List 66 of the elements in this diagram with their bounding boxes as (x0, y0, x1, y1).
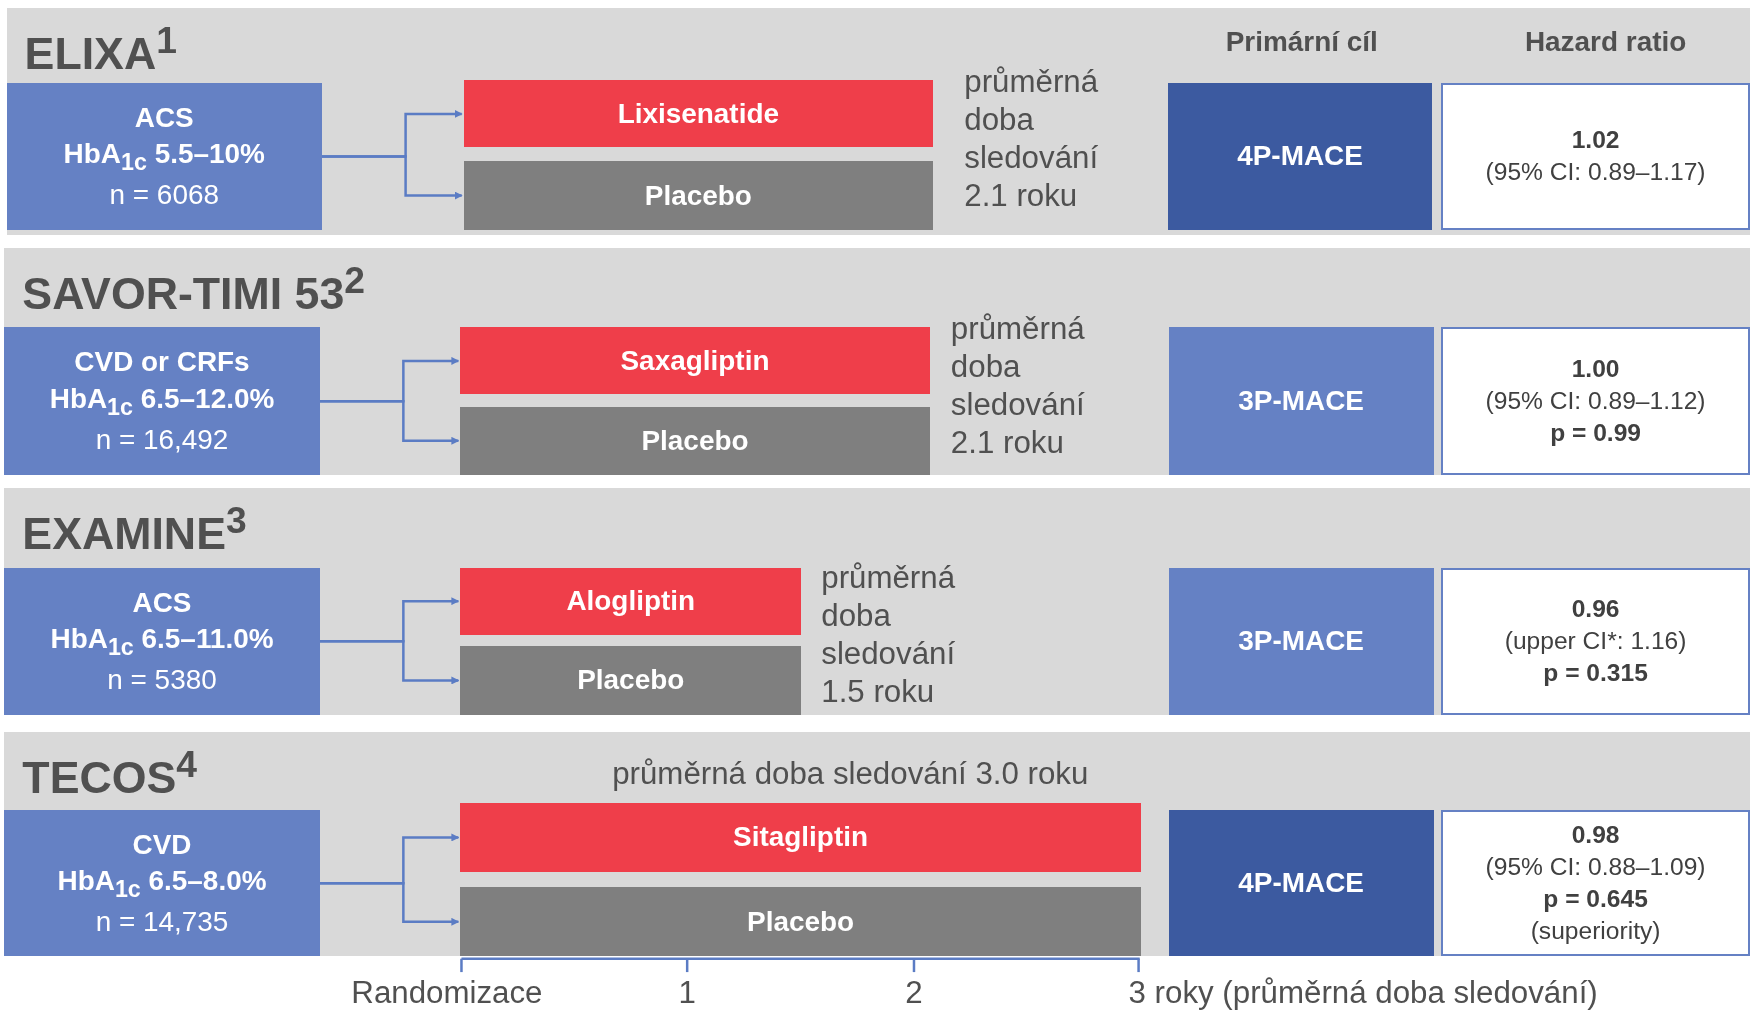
endpoint-box: 4P-MACE (1168, 810, 1434, 957)
drug-arm-box: Alogliptin (460, 567, 802, 635)
trial-band (6, 7, 1750, 235)
population-text: HbA$_{1c}$ 6.5–11.0% (50, 621, 274, 662)
population-text: n = 5380 (107, 662, 217, 697)
trial-title: TECOS$^{4}$ (22, 743, 197, 803)
endpoint-box: 3P-MACE (1168, 327, 1434, 475)
hazard-ratio-text: (superiority) (1530, 916, 1661, 947)
follow-up-note: průměrná doba sledování 3.0 roku (611, 755, 1090, 794)
hazard-ratio-text: (95% CI: 0.89–1.12) (1485, 386, 1706, 417)
drug-arm-box: Saxagliptin (460, 327, 930, 395)
hazard-ratio-box (1441, 810, 1750, 957)
hazard-ratio-box (1441, 567, 1750, 716)
hazard-ratio-box (1441, 82, 1750, 231)
column-header: Primární cíl (1224, 24, 1379, 59)
population-text: n = 6068 (109, 177, 219, 212)
follow-up-note: průměrná doba sledování 2.1 roku (950, 309, 1086, 462)
hazard-ratio-text: (95% CI: 0.89–1.17) (1485, 157, 1706, 188)
timeline-label: 2 (904, 974, 924, 1013)
placebo-arm-box: Placebo (463, 160, 933, 231)
placebo-arm-box: Placebo (460, 406, 930, 475)
population-text: n = 16,492 (95, 422, 229, 457)
hazard-ratio-text: p = 0.99 (1550, 418, 1641, 449)
hazard-ratio-text: p = 0.315 (1543, 658, 1648, 689)
follow-up-note: průměrná doba sledování 2.1 roku (964, 62, 1100, 216)
column-header: Hazard ratio (1523, 24, 1688, 59)
endpoint-box: 4P-MACE (1167, 82, 1433, 231)
trial-band (4, 488, 1750, 716)
hazard-ratio-text: 1.00 (1571, 354, 1620, 385)
population-text: ACS (134, 100, 194, 135)
population-text: n = 14,735 (95, 904, 229, 939)
placebo-arm-box: Placebo (460, 887, 1141, 957)
branch-arrow (319, 882, 460, 926)
population-box (4, 810, 320, 957)
population-text: HbA$_{1c}$ 6.5–12.0% (49, 381, 275, 422)
hazard-ratio-text: (95% CI: 0.88–1.09) (1485, 852, 1706, 883)
population-box (4, 327, 320, 475)
population-text: CVD (132, 827, 192, 862)
drug-arm-box: Lixisenatide (463, 80, 933, 148)
timeline-label: Randomizace (350, 974, 544, 1013)
population-text: CVD or CRFs (74, 345, 250, 380)
hazard-ratio-text: 0.96 (1571, 594, 1620, 625)
population-box (6, 82, 322, 231)
branch-arrow (321, 155, 463, 200)
population-text: HbA$_{1c}$ 5.5–10% (63, 137, 265, 177)
drug-arm-box: Sitagliptin (460, 803, 1141, 872)
population-box (4, 567, 320, 716)
branch-arrow (319, 640, 460, 685)
branch-arrow (319, 399, 460, 445)
trial-band (4, 248, 1750, 475)
trial-title: SAVOR-TIMI 53$^{2}$ (22, 259, 366, 320)
placebo-arm-box: Placebo (460, 645, 802, 716)
follow-up-note: průměrná doba sledování 1.5 roku (821, 558, 957, 712)
hazard-ratio-text: 1.02 (1571, 125, 1620, 156)
population-text: HbA$_{1c}$ 6.5–8.0% (57, 863, 267, 904)
hazard-ratio-text: 0.98 (1571, 820, 1620, 851)
trial-band (4, 731, 1750, 957)
population-text: ACS (132, 585, 192, 620)
hazard-ratio-box (1441, 327, 1750, 475)
trial-title: ELIXA$^{1}$ (24, 19, 177, 79)
trial-title: EXAMINE$^{3}$ (22, 499, 247, 560)
timeline-label: 1 (677, 974, 697, 1013)
hazard-ratio-text: p = 0.645 (1543, 884, 1648, 915)
timeline-label: 3 roky (průměrná doba sledování) (1128, 974, 1599, 1013)
endpoint-box: 3P-MACE (1168, 567, 1434, 716)
hazard-ratio-text: (upper CI*: 1.16) (1504, 626, 1687, 657)
